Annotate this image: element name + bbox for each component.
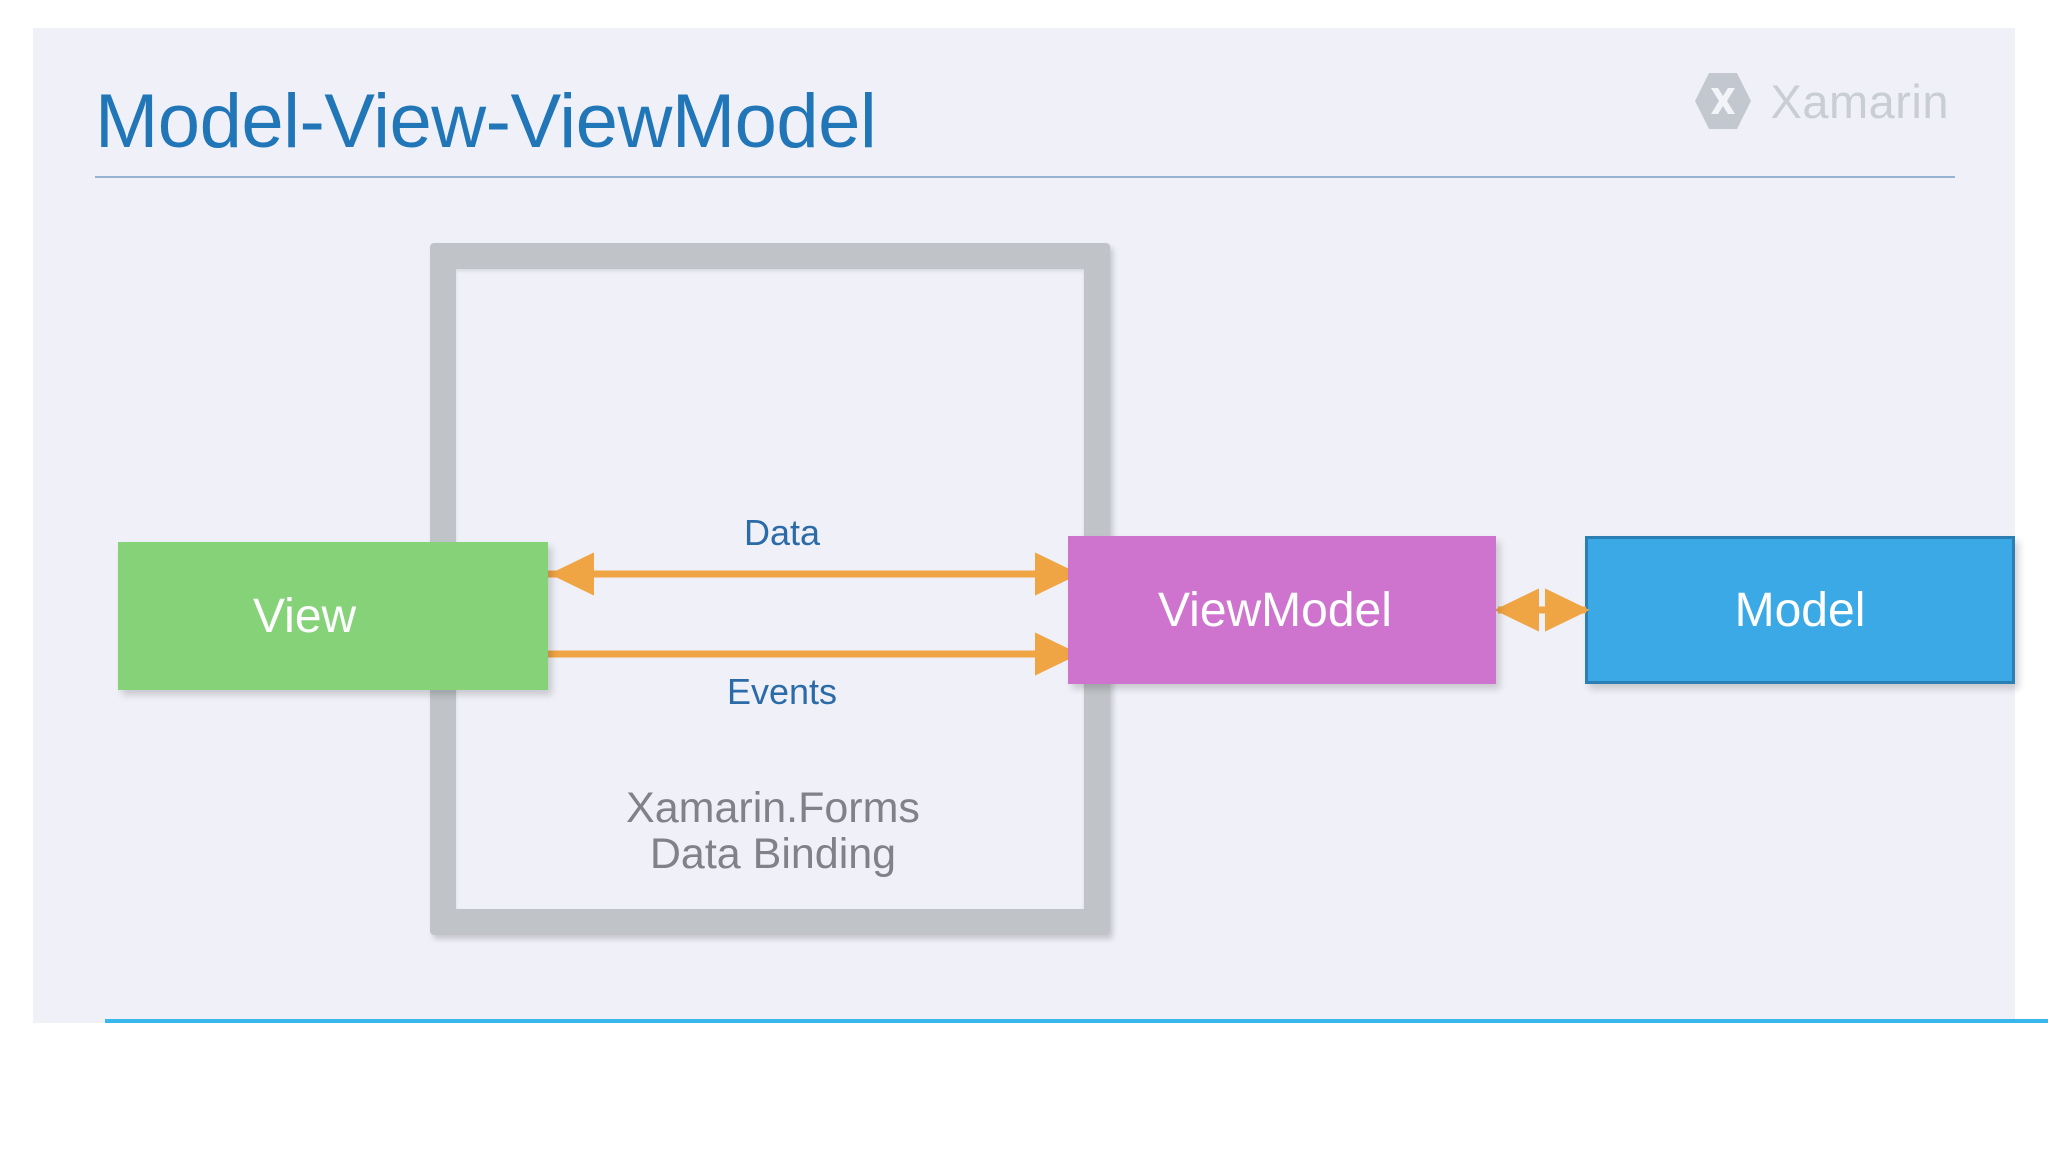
frame-caption: Xamarin.Forms Data Binding <box>453 785 1093 877</box>
page-title: Model-View-ViewModel <box>95 79 877 164</box>
diagram-block-view-label: View <box>253 589 357 643</box>
xamarin-wordmark: Xamarin <box>1770 74 1949 128</box>
arrow-data <box>544 552 1080 596</box>
frame-caption-line-1: Xamarin.Forms <box>626 784 920 832</box>
arrow-label-events: Events <box>727 671 838 712</box>
xamarin-logo: Xamarin <box>1692 70 1949 132</box>
slide-canvas: Model-View-ViewModel Xamarin Xamarin.For… <box>33 28 2048 1023</box>
slide-bottom-divider <box>105 1019 2048 1023</box>
diagram-block-viewmodel[interactable]: ViewModel <box>1068 536 1496 684</box>
frame-caption-line-2: Data Binding <box>649 830 897 878</box>
title-divider <box>95 176 1955 178</box>
diagram-block-viewmodel-label: ViewModel <box>1158 583 1392 637</box>
diagram-block-view[interactable]: View <box>118 542 548 690</box>
arrow-events <box>546 632 1080 676</box>
xamarin-hexagon-icon <box>1692 70 1754 132</box>
diagram-block-model[interactable]: Model <box>1585 536 2015 684</box>
diagram-block-model-label: Model <box>1734 583 1866 637</box>
arrow-label-data: Data <box>744 512 821 553</box>
arrow-viewmodel-model <box>1494 588 1590 632</box>
